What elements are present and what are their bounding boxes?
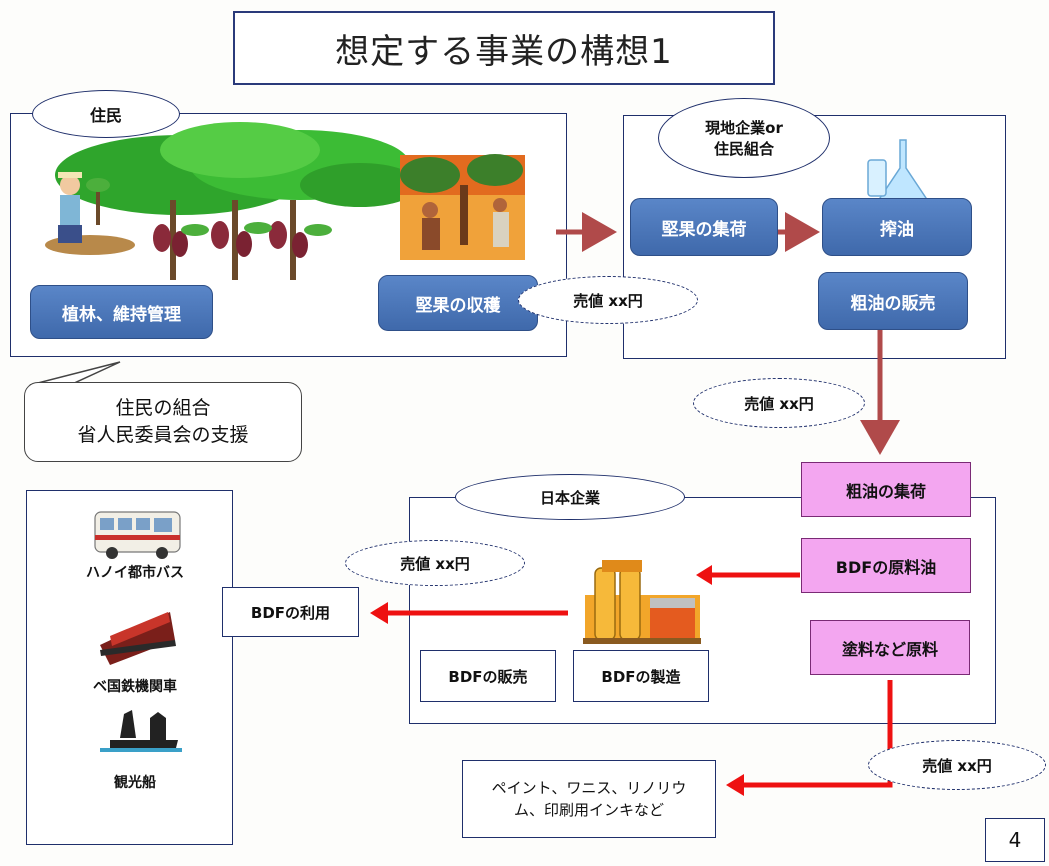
- bdf-use-box[interactable]: BDFの利用: [222, 587, 359, 637]
- bus-label: ハノイ都市バス: [86, 565, 184, 581]
- price-label-4: 売値 xx円: [868, 740, 1046, 790]
- support-line2: 省人民委員会の支援: [77, 424, 249, 446]
- train-label: ベ国鉄機関車: [93, 679, 177, 695]
- factory-illustration: [583, 560, 701, 644]
- bdf-sale-box[interactable]: BDFの販売: [420, 650, 556, 702]
- support-line1: 住民の組合: [115, 397, 211, 420]
- harvest-button[interactable]: 堅果の収穫: [378, 275, 538, 331]
- bdf-manufacture-box[interactable]: BDFの製造: [573, 650, 709, 702]
- harvest-illustration: [400, 154, 525, 260]
- red-arrows: [380, 572, 893, 788]
- farmer-illustration: [45, 172, 135, 255]
- crude-collect-box[interactable]: 粗油の集荷: [801, 462, 971, 517]
- planting-button[interactable]: 植林、維持管理: [30, 285, 213, 339]
- ship-illustration: [100, 710, 182, 752]
- price-label-2: 売値 xx円: [693, 378, 865, 428]
- ship-label: 観光船: [114, 775, 156, 791]
- products-line1: ペイント、ワニス、リノリウ: [491, 778, 687, 797]
- local-company-label-line2: 住民組合: [713, 140, 774, 158]
- price-label-1: 売値 xx円: [518, 276, 698, 324]
- products-line2: ム、印刷用インキなど: [513, 801, 664, 819]
- press-button[interactable]: 搾油: [822, 198, 972, 256]
- products-box[interactable]: ペイント、ワニス、リノリウ ム、印刷用インキなど: [462, 760, 716, 838]
- page-title: 想定する事業の構想1: [233, 11, 775, 85]
- collect-button[interactable]: 堅果の集荷: [630, 198, 778, 256]
- bus-illustration: [94, 511, 181, 559]
- crude-sale-button[interactable]: 粗油の販売: [818, 272, 968, 330]
- local-company-label-line1: 現地企業or: [705, 119, 783, 137]
- residents-label: 住民: [32, 90, 180, 138]
- price-label-3: 売値 xx円: [345, 540, 525, 586]
- bdf-feedstock-box[interactable]: BDFの原料油: [801, 538, 971, 593]
- page-number: 4: [985, 818, 1045, 862]
- local-company-label: 現地企業or 住民組合: [658, 98, 830, 178]
- paint-material-box[interactable]: 塗料など原料: [810, 620, 970, 675]
- train-illustration: [100, 612, 176, 665]
- support-callout: 住民の組合 省人民委員会の支援: [24, 382, 302, 462]
- flask-illustration: [867, 139, 928, 207]
- forest-illustration: [55, 122, 420, 280]
- japan-company-label: 日本企業: [455, 474, 685, 520]
- brown-arrows: [556, 212, 900, 455]
